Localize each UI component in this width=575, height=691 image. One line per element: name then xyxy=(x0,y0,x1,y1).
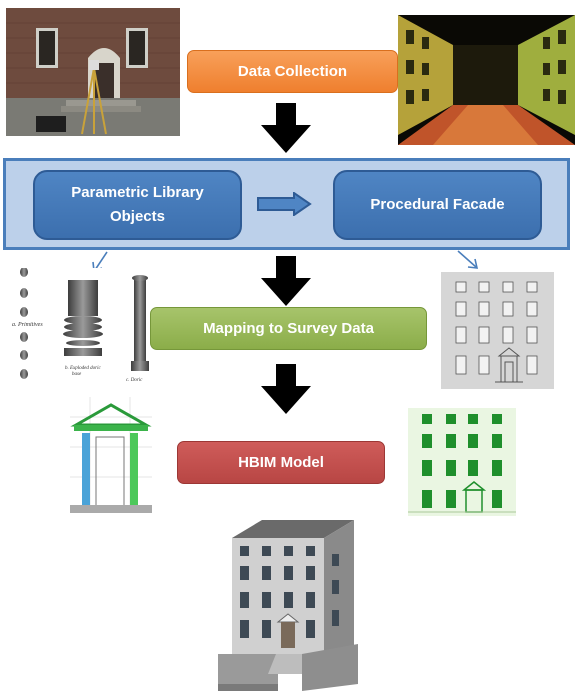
caption-doric: c. Doric xyxy=(126,378,143,383)
procedural-label: Procedural Facade xyxy=(370,196,505,213)
hbim-3d-building xyxy=(218,514,358,691)
procedural-facade-box: Procedural Facade xyxy=(333,170,542,240)
right-arrow-icon xyxy=(257,192,312,216)
facade-survey-photo xyxy=(6,8,180,136)
library-objects-illustration: a. Primitives b. Exploded doric base c. … xyxy=(10,268,165,388)
down-arrow-icon xyxy=(261,256,311,306)
mapping-to-survey-step: Mapping to Survey Data xyxy=(150,307,427,350)
hbim-model-step: HBIM Model xyxy=(177,441,385,484)
portico-fit-image xyxy=(70,397,152,513)
point-cloud-image xyxy=(398,15,575,145)
procedural-facade-render xyxy=(441,272,554,389)
caption-exploded-line2: base xyxy=(72,372,82,377)
facade-overlay-image xyxy=(408,408,516,516)
down-arrow-icon xyxy=(261,103,311,153)
caption-exploded-line1: b. Exploded doric xyxy=(65,366,101,371)
diagonal-arrow-icon xyxy=(457,250,479,269)
library-label-line2: Objects xyxy=(109,208,165,225)
library-label-line1: Parametric Library xyxy=(71,184,204,201)
down-arrow-icon xyxy=(261,364,311,414)
caption-primitives: a. Primitives xyxy=(12,322,43,328)
data-collection-step: Data Collection xyxy=(187,50,398,93)
parametric-library-objects-box: Parametric Library Objects xyxy=(33,170,242,240)
